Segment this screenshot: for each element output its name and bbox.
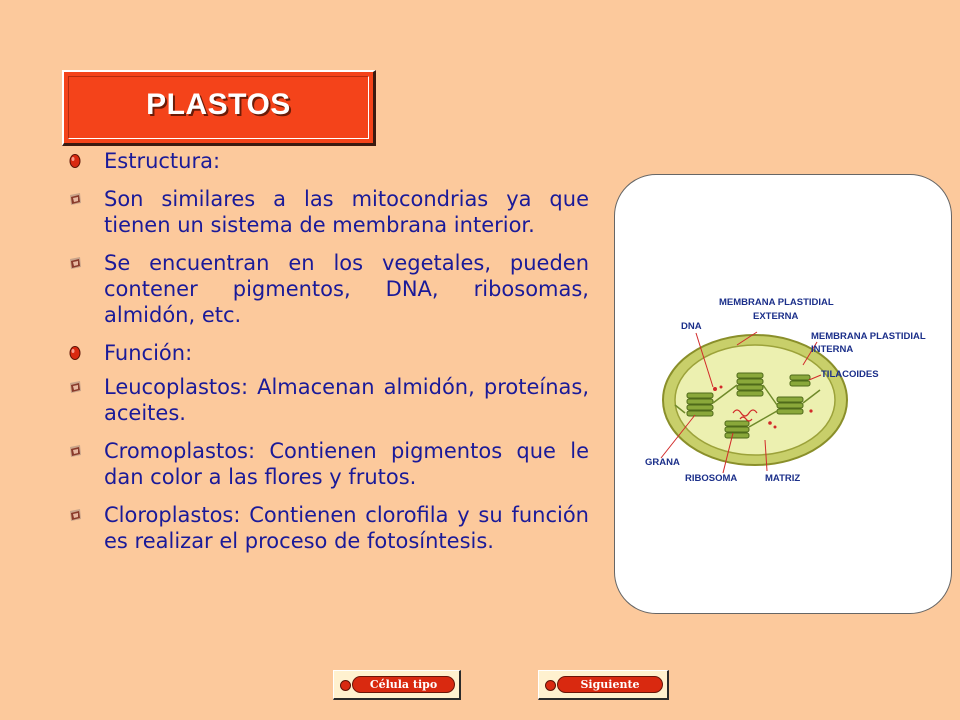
item-text: Estructura:	[104, 149, 221, 173]
list-item: Estructura:	[62, 148, 589, 174]
sub-bullet-icon	[68, 508, 82, 522]
stroma-lamellae	[674, 384, 821, 428]
label-externa: EXTERNA	[753, 311, 799, 322]
ribosomes	[713, 385, 813, 429]
list-item: Cloroplastos: Contienen clorofila y su f…	[62, 502, 589, 554]
heading-bullet-icon	[68, 346, 82, 360]
item-text: Función:	[104, 341, 193, 365]
page-title: PLASTOS	[146, 88, 291, 121]
sub-bullet-icon	[68, 444, 82, 458]
item-text: Cromoplastos: Contienen pigmentos que le…	[104, 439, 589, 489]
content-list: Estructura: Son similares a las mitocond…	[62, 148, 589, 566]
item-text: Leucoplastos: Almacenan almidón, proteín…	[104, 375, 589, 425]
label-interna: INTERNA	[811, 344, 854, 355]
bullet-dot-icon	[545, 680, 556, 691]
list-item: Cromoplastos: Contienen pigmentos que le…	[62, 438, 589, 490]
celula-tipo-button[interactable]: Célula tipo	[333, 670, 461, 700]
list-item: Leucoplastos: Almacenan almidón, proteín…	[62, 374, 589, 426]
label-membrana-interna: MEMBRANA PLASTIDIAL	[811, 331, 926, 342]
siguiente-label: Siguiente	[557, 676, 663, 693]
dna-strand	[732, 409, 758, 417]
chloroplast-diagram-panel: MEMBRANA PLASTIDIAL EXTERNA DNA MEMBRANA…	[614, 174, 952, 614]
list-item: Son similares a las mitocondrias ya que …	[62, 186, 589, 238]
list-item: Se encuentran en los vegetales, pueden c…	[62, 250, 589, 328]
item-text: Son similares a las mitocondrias ya que …	[104, 187, 589, 237]
title-box-inner	[68, 76, 369, 139]
pointer-lines	[660, 331, 822, 474]
heading-bullet-icon	[68, 154, 82, 168]
celula-tipo-label: Célula tipo	[352, 676, 455, 693]
sub-bullet-icon	[68, 192, 82, 206]
list-item: Función:	[62, 340, 589, 366]
sub-bullet-icon	[68, 256, 82, 270]
bullet-dot-icon	[340, 680, 351, 691]
item-text: Se encuentran en los vegetales, pueden c…	[104, 251, 589, 327]
label-ribosoma: RIBOSOMA	[685, 473, 738, 484]
label-tilacoides: TILACOIDES	[821, 369, 879, 380]
siguiente-button[interactable]: Siguiente	[538, 670, 669, 700]
item-text: Cloroplastos: Contienen clorofila y su f…	[104, 503, 589, 553]
label-dna: DNA	[681, 321, 702, 332]
sub-bullet-icon	[68, 380, 82, 394]
chloroplast-diagram	[660, 331, 848, 474]
grana-stacks	[686, 372, 811, 439]
stroma-shape	[674, 344, 836, 456]
label-grana: GRANA	[645, 457, 680, 468]
label-matriz: MATRIZ	[765, 473, 801, 484]
title-box: PLASTOS	[62, 70, 376, 146]
label-membrana-externa: MEMBRANA PLASTIDIAL	[719, 297, 834, 308]
